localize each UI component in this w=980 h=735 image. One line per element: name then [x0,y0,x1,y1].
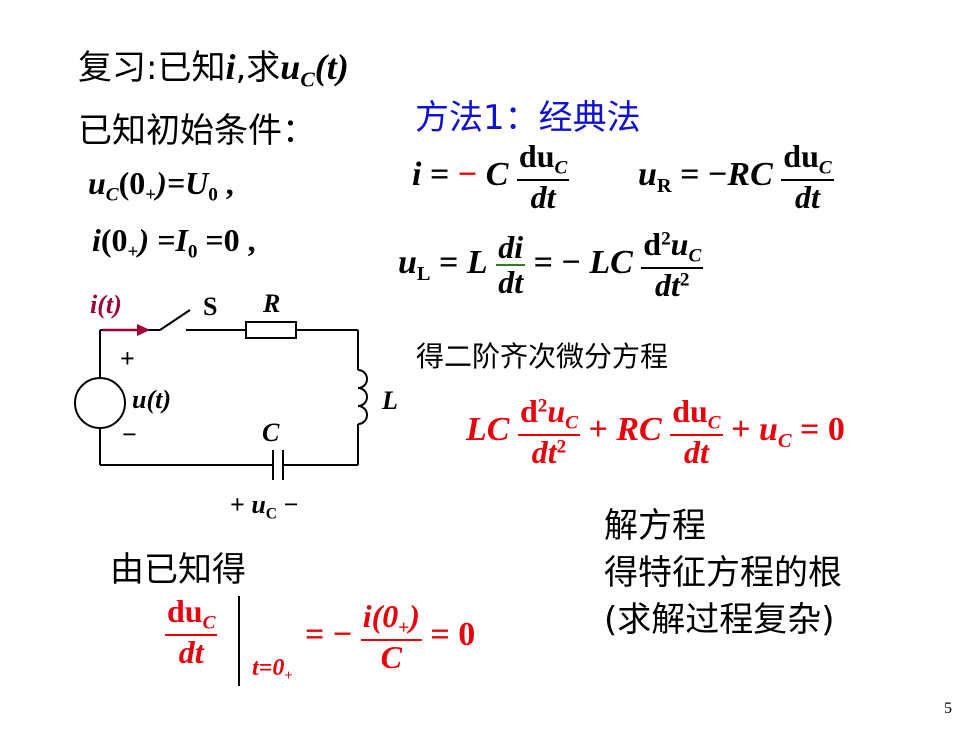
current-label: i(t) [90,290,122,319]
known-label: 由已知得 [110,550,246,590]
fraction-duc-dt: duC dt [516,138,570,215]
second-order-label: 得二阶齐次微分方程 [416,340,669,373]
inductor-symbol [357,369,368,425]
source-minus-label: − [122,420,137,449]
evaluation-point: t=0+ [252,655,293,685]
current-arrow-head [137,324,150,336]
inductor-label: L [382,386,398,415]
fraction-di-dt: di dt [496,228,526,301]
initial-conditions-heading: 已知初始条件： [78,111,316,151]
derivative-initial-condition: duC dt [165,593,218,670]
source-plus-label: + [120,344,135,373]
fraction-duc-dt-2: duC dt [781,138,834,215]
fraction-duc-dt-initial: duC dt [165,593,218,670]
switch-label: S [203,292,218,321]
resistor-label: R [263,289,281,318]
initial-condition-uc: uC(0+)=U0 , [88,165,234,206]
capacitor-label: C [262,418,280,447]
method-label: 方法1：经典法 [415,98,641,138]
switch-blade [159,309,191,331]
solve-line-1: 解方程 [604,506,706,546]
solve-line-3: (求解过程复杂) [604,600,835,640]
title-prefix: 复习:已知 [78,48,226,88]
fraction-i0-C: i(0+) C [360,598,422,675]
voltage-source-symbol [74,377,126,429]
page-number: 5 [944,700,952,717]
evaluation-bar [238,596,240,686]
slide-title: 复习:已知i,求uC(t) [78,47,349,92]
equation-uR: uR = −RC duC dt [638,138,834,215]
ode-equation: LC d2uC dt2 + RC duC dt + uC = 0 [466,393,845,470]
resistor-symbol [245,321,297,339]
equation-current: i = − C duC dt [412,138,570,215]
fraction-ode-d1: duC dt [670,393,723,470]
equation-uL: uL = L di dt = − LC d2uC dt2 [398,226,704,303]
capacitor-voltage-label: + uC − [230,490,299,523]
solve-line-2: 得特征方程的根 [604,553,842,593]
fraction-ode-d2: d2uC dt2 [517,393,580,470]
derivative-rhs: = − i(0+) C = 0 [305,598,476,675]
source-label: u(t) [132,385,171,414]
fraction-d2uc-dt2: d2uC dt2 [641,226,704,303]
initial-condition-i: i(0+) =I0 =0 , [92,222,256,263]
